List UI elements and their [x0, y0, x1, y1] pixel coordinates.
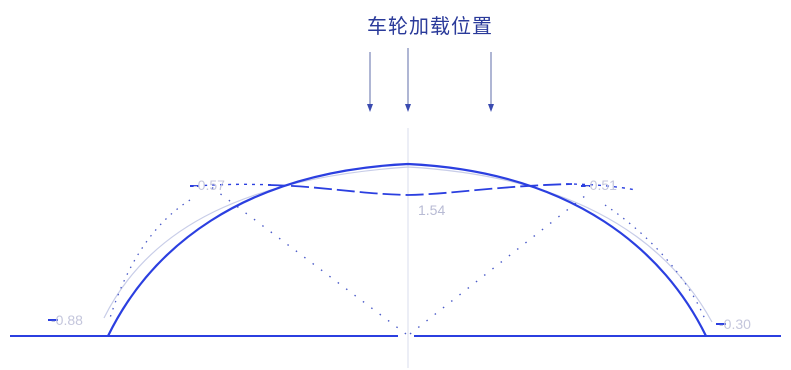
dashed-inner-curve	[267, 183, 573, 196]
dotted-left-descender	[109, 199, 191, 319]
value-label-left-base: -0.88	[51, 312, 83, 328]
radial-rays	[209, 185, 591, 335]
value-label-right-base: -0.30	[719, 316, 751, 332]
ray-left	[209, 185, 407, 335]
load-arrow-right-head	[488, 104, 494, 112]
value-label-right-top: -0.51	[585, 177, 617, 193]
diagram-title: 车轮加载位置	[367, 14, 493, 38]
value-label-crown: 1.54	[418, 202, 445, 218]
load-arrow-left-head	[367, 104, 373, 112]
outer-arch-faint	[103, 166, 713, 323]
dashed-right-piece	[565, 183, 637, 191]
load-arrow-center-head	[405, 104, 411, 112]
main-arch	[107, 162, 707, 337]
dashed-left-piece	[195, 183, 276, 187]
label-ticks	[48, 185, 726, 325]
value-label-left-top: -0.57	[193, 177, 225, 193]
load-arrows	[367, 48, 494, 112]
